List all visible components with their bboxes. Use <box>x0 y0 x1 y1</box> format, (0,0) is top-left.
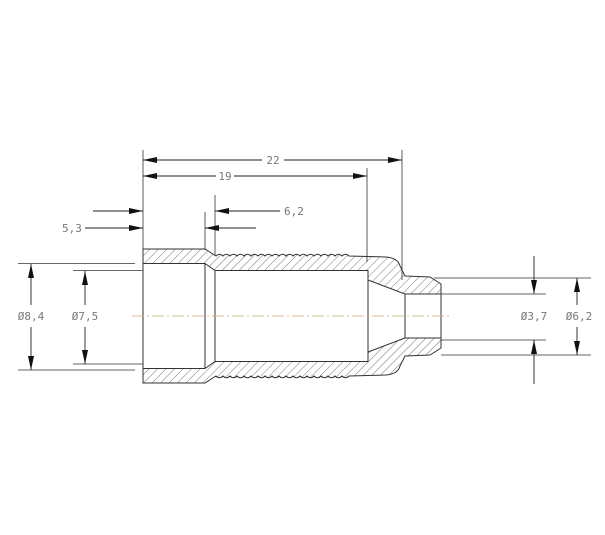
dimension-outer-diameter-left: Ø8,4 <box>18 264 45 370</box>
dimension-step-offset: 6,2 <box>93 205 304 218</box>
dimension-label-d7-5: Ø7,5 <box>72 310 99 323</box>
dimension-bore-length: 19 <box>143 170 367 183</box>
dimension-label-6-2: 6,2 <box>284 205 304 218</box>
dimension-tip-outer-diameter: Ø6,2 <box>566 278 593 355</box>
bottom-wall-section <box>142 337 442 384</box>
dimension-label-5-3: 5,3 <box>62 222 82 235</box>
dimension-label-d6-2: Ø6,2 <box>566 310 593 323</box>
dimension-tip-bore-diameter: Ø3,7 <box>521 256 548 384</box>
dimension-label-19: 19 <box>218 170 231 183</box>
dimension-label-22: 22 <box>266 154 279 167</box>
dimension-counterbore-length: 5,3 <box>62 222 256 235</box>
top-wall-section <box>142 248 442 295</box>
dimension-label-d3-7: Ø3,7 <box>521 310 548 323</box>
part-section <box>142 248 442 384</box>
dimension-bore-diameter: Ø7,5 <box>72 271 99 364</box>
dimension-label-d8-4: Ø8,4 <box>18 310 45 323</box>
dimension-overall-length: 22 <box>143 154 402 167</box>
